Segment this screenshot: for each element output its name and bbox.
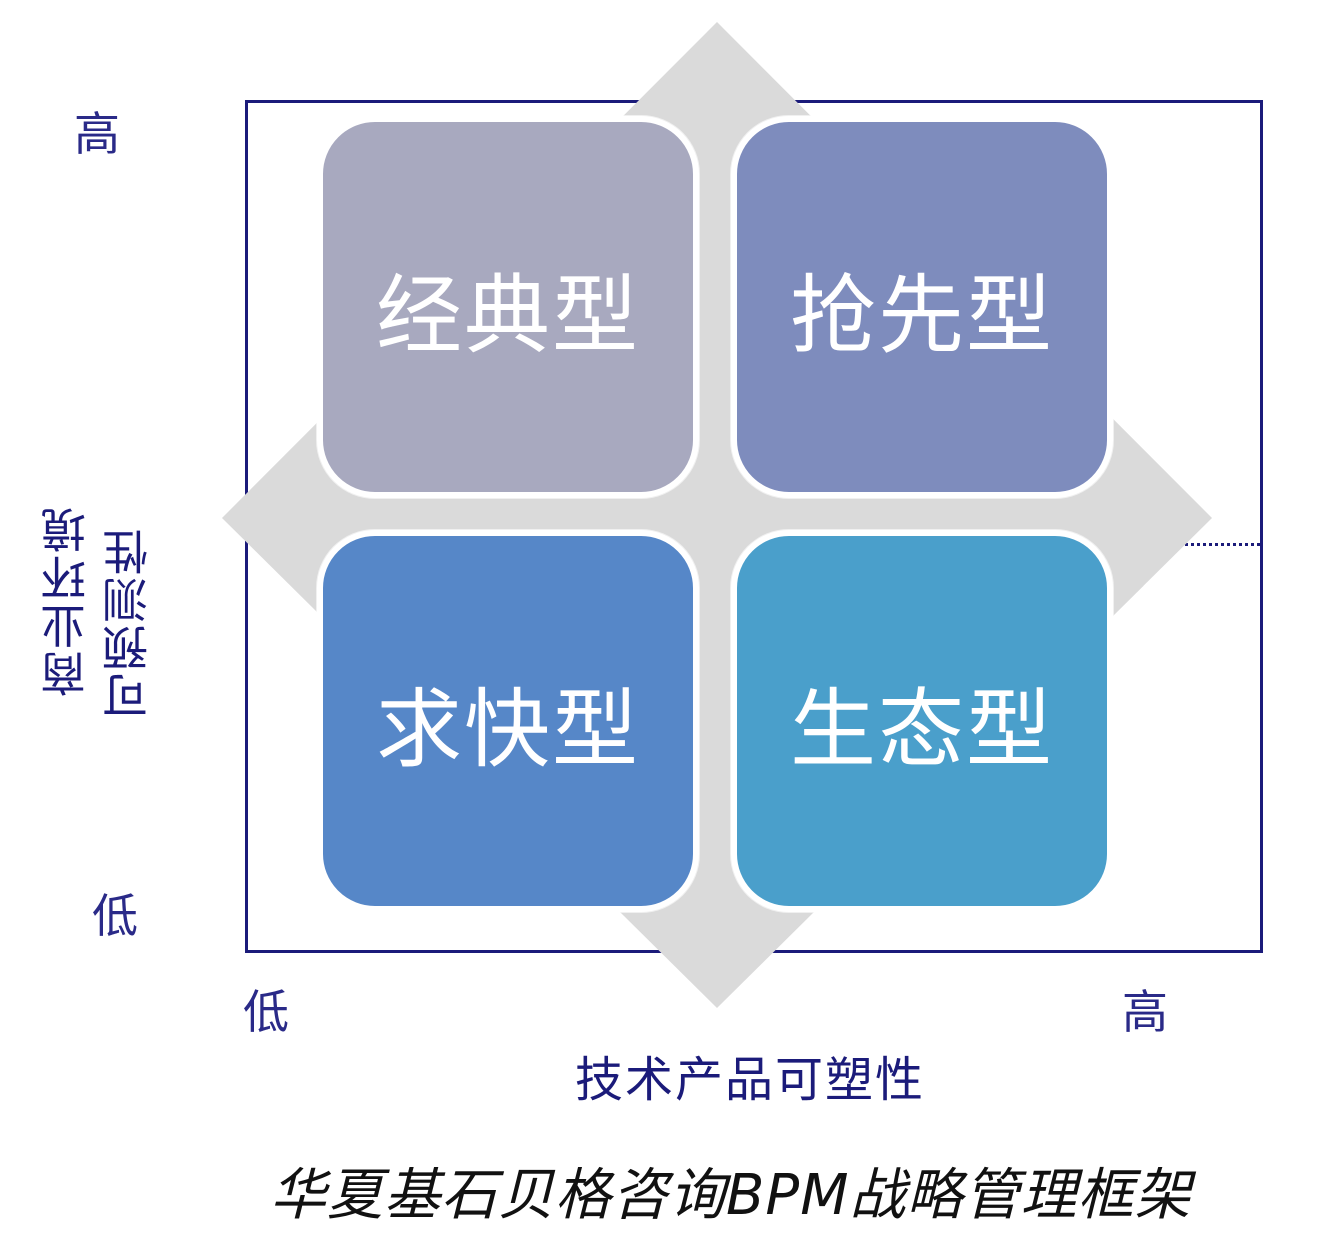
figure-caption: 华夏基石贝格咨询BPM战略管理框架 (270, 1163, 1192, 1228)
y-axis-title: 商业环境 可预测性 (25, 505, 155, 730)
y-axis-low-label: 低 (92, 889, 138, 943)
y-axis-high-label: 高 (74, 107, 120, 161)
y-axis-title-line1: 商业环境 (39, 505, 93, 697)
quadrant-ecosystem: 生态型 (731, 530, 1113, 912)
quadrant-fast-label: 求快型 (376, 679, 640, 780)
quadrant-classic: 经典型 (317, 116, 699, 498)
quadrant-preemptive: 抢先型 (731, 116, 1113, 498)
x-axis-high-label: 高 (1122, 985, 1168, 1039)
x-axis-low-label: 低 (243, 985, 289, 1039)
y-axis-title-line2: 可预测性 (101, 527, 155, 719)
quadrant-classic-label: 经典型 (376, 265, 640, 366)
dotted-divider (1180, 543, 1260, 546)
x-axis-title: 技术产品可塑性 (575, 1052, 926, 1108)
quadrant-preemptive-label: 抢先型 (790, 265, 1054, 366)
quadrant-ecosystem-label: 生态型 (790, 679, 1054, 780)
quadrant-fast: 求快型 (317, 530, 699, 912)
